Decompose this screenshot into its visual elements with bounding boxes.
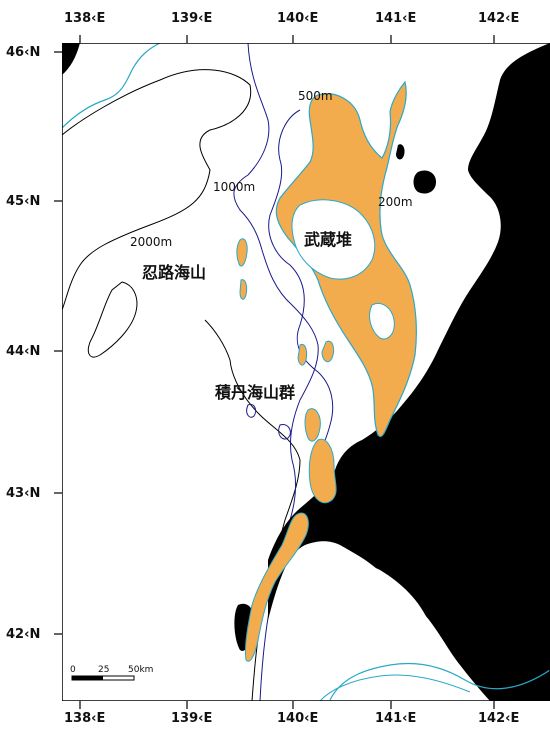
lat-label-44: 44‹N xyxy=(6,344,40,359)
contour-500m xyxy=(268,109,334,481)
contour-label-200m: 200m xyxy=(378,195,413,209)
seamount-small-2 xyxy=(278,423,291,440)
scale-bar: 0 25 50km xyxy=(70,665,153,681)
lon-label-138-top: 138‹E xyxy=(64,11,105,26)
seamount-small-1 xyxy=(246,403,257,418)
bank-musashi-hole-2 xyxy=(369,303,395,340)
contour-200m xyxy=(62,43,161,129)
lon-label-139-top: 139‹E xyxy=(171,11,212,26)
contour-label-2000m: 2000m xyxy=(130,235,172,249)
bank-shakotan-2 xyxy=(321,340,335,363)
lon-label-142-bottom: 142‹E xyxy=(478,711,519,726)
lon-label-142-top: 142‹E xyxy=(478,11,519,26)
lon-label-140-top: 140‹E xyxy=(277,11,318,26)
latitude-axis: 46‹N 45‹N 44‹N 43‹N 42‹N xyxy=(6,45,40,642)
land-rishiri xyxy=(413,170,436,194)
map-area xyxy=(62,43,550,701)
lon-label-140-bottom: 140‹E xyxy=(277,711,318,726)
frame-ticks xyxy=(54,35,495,709)
place-label-musashi-bank: 武蔵堆 xyxy=(304,230,352,249)
bank-musashi-hole xyxy=(291,199,376,280)
bottom-longitude-axis: 138‹E 139‹E 140‹E 141‹E 142‹E xyxy=(64,711,519,726)
lon-label-138-bottom: 138‹E xyxy=(64,711,105,726)
lat-label-46: 46‹N xyxy=(6,45,40,60)
contour-200m-coast xyxy=(329,662,550,701)
land-sakhalin-tip xyxy=(62,43,80,75)
contour-200m-coast-2 xyxy=(319,674,471,701)
land-bay xyxy=(318,563,432,660)
lat-label-42: 42‹N xyxy=(6,627,40,642)
bank-shakotan-3 xyxy=(304,408,321,442)
lon-label-139-bottom: 139‹E xyxy=(171,711,212,726)
contour-2000m xyxy=(62,69,252,311)
scale-label-50km: 50km xyxy=(128,665,153,675)
bank-shakotan-1 xyxy=(297,343,308,366)
land-islet-a xyxy=(396,144,405,160)
scale-label-zero: 0 xyxy=(70,665,76,675)
land-hokkaido xyxy=(268,43,550,701)
top-longitude-axis: 138‹E 139‹E 140‹E 141‹E 142‹E xyxy=(64,11,519,26)
bank-coastal-strip xyxy=(245,512,309,662)
lon-label-141-top: 141‹E xyxy=(375,11,416,26)
bank-oshoro xyxy=(236,238,248,267)
lat-label-45: 45‹N xyxy=(6,194,40,209)
lat-label-43: 43‹N xyxy=(6,486,40,501)
place-label-oshoro-seamount: 忍路海山 xyxy=(142,263,206,282)
contour-label-500m: 500m xyxy=(298,89,333,103)
place-label-shakotan-seamounts: 積丹海山群 xyxy=(214,383,295,402)
bank-oshoro-2 xyxy=(239,279,248,300)
bank-shakotan-4 xyxy=(308,438,337,504)
lon-label-141-bottom: 141‹E xyxy=(375,711,416,726)
contour-label-1000m: 1000m xyxy=(213,180,255,194)
scale-label-25: 25 xyxy=(98,665,109,675)
contour-2000m-seamount xyxy=(87,281,138,358)
